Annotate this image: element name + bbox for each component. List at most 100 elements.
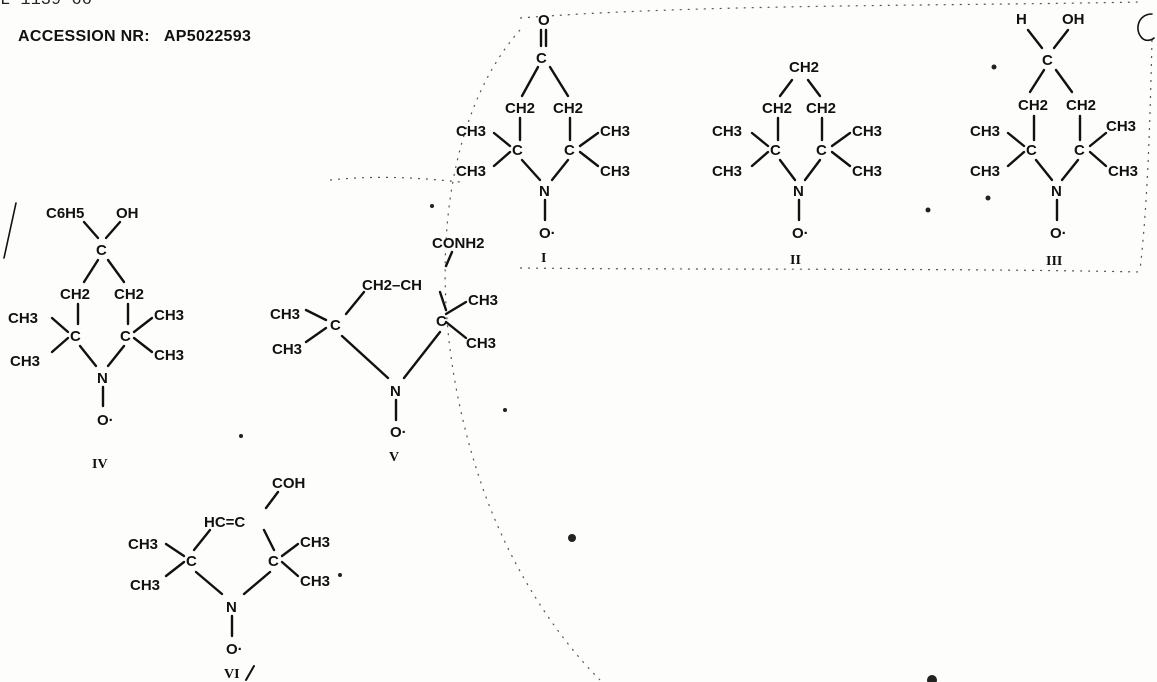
atom-label: CH3	[130, 577, 160, 594]
region-boundary-top	[519, 1, 1141, 19]
bond	[830, 150, 852, 168]
atom-label: CH3	[600, 163, 630, 180]
bond	[402, 330, 442, 380]
atom-label: C6H5	[46, 205, 84, 222]
bond	[132, 336, 154, 354]
bond	[444, 320, 468, 340]
atom-label: C	[1026, 142, 1037, 159]
bond	[242, 570, 272, 596]
atom-label: C	[436, 313, 447, 330]
atom-label: OH	[116, 205, 139, 222]
bond	[520, 65, 540, 98]
atom-label: C	[96, 242, 107, 259]
bond	[550, 158, 570, 182]
bond	[1006, 131, 1026, 148]
atom-label: O·	[539, 225, 556, 242]
bond	[104, 220, 122, 240]
atom-label: CH3	[270, 306, 300, 323]
speck	[925, 207, 931, 213]
atom-label: O·	[226, 641, 243, 658]
atom-label: CH2	[1018, 97, 1048, 114]
bond	[1052, 28, 1070, 50]
speck	[503, 408, 507, 412]
bond	[1088, 150, 1108, 168]
bond	[280, 560, 300, 578]
atom-label: HC=C	[204, 514, 245, 531]
bond	[520, 158, 542, 182]
bond	[132, 316, 154, 334]
atom-label: OH	[1062, 11, 1085, 28]
bond	[106, 258, 126, 284]
atom-label: CH2	[60, 286, 90, 303]
atom-label: O	[538, 12, 550, 29]
structure-VI: COH HC=C C C CH3 CH3 CH3 CH3 N O· VI	[128, 475, 330, 682]
bond	[750, 131, 770, 148]
region-boundary-curve	[444, 29, 601, 681]
bond	[164, 560, 186, 578]
bond	[264, 490, 280, 510]
bond	[806, 78, 822, 98]
bond	[444, 250, 454, 268]
structure-V: CONH2 CH2–CH C C CH3 CH3 CH3 CH3 N O· V	[270, 235, 498, 465]
atom-label: CH3	[468, 292, 498, 309]
atom-label: C	[770, 142, 781, 159]
structure-I: O C CH2 CH2 C C CH3 CH3 CH3 CH3 N O·	[456, 12, 630, 266]
atom-label: C	[70, 328, 81, 345]
atom-label: COH	[272, 475, 305, 492]
bond	[1006, 150, 1026, 168]
structure-III: H OH C CH2 CH2 C C CH3 CH3 CH3 CH3 N	[970, 11, 1155, 269]
atom-label: CH3	[8, 310, 38, 327]
atom-label: CH2	[114, 286, 144, 303]
bond	[492, 131, 512, 148]
speck	[991, 64, 997, 70]
atom-label: CH3	[300, 534, 330, 551]
atom-label: CH2	[505, 100, 535, 117]
atom-label: N	[97, 370, 108, 387]
atom-label: C	[816, 142, 827, 159]
bond	[78, 344, 98, 368]
bond	[548, 65, 570, 98]
bond	[750, 150, 770, 168]
speck	[985, 195, 991, 201]
bond	[344, 290, 366, 316]
atom-label: O·	[97, 412, 114, 429]
structure-numeral: I	[541, 251, 546, 266]
structure-numeral: IV	[92, 457, 108, 472]
accession-line: ACCESSION NR:AP5022593	[18, 28, 251, 46]
atom-label: O·	[1050, 225, 1067, 242]
region-boundary-left	[329, 176, 461, 183]
atom-label: CH3	[712, 123, 742, 140]
atom-label: C	[186, 553, 197, 570]
atom-label: C	[536, 50, 547, 67]
stray-mark	[3, 202, 17, 259]
atom-label: CH3	[1106, 118, 1136, 135]
bond	[50, 336, 70, 354]
atom-label: CH2	[553, 100, 583, 117]
stray-mark	[245, 665, 255, 681]
atom-label: CH2	[1066, 97, 1096, 114]
atom-label: CH3	[300, 573, 330, 590]
bond	[578, 131, 600, 148]
speck	[430, 204, 434, 208]
bond	[578, 150, 600, 168]
bond	[340, 334, 390, 380]
structure-II: CH2 CH2 CH2 C C CH3 CH3 CH3 CH3 N O· II	[712, 59, 882, 268]
bond	[280, 542, 300, 558]
bond	[1034, 158, 1054, 182]
structure-numeral: VI	[224, 667, 240, 682]
bond	[82, 258, 100, 284]
atom-label: CH3	[466, 335, 496, 352]
accession-label: ACCESSION NR:	[18, 28, 150, 45]
atom-label: H	[1016, 11, 1027, 28]
region-boundary-right	[1139, 39, 1153, 271]
atom-label: N	[793, 183, 804, 200]
atom-label: CH3	[154, 347, 184, 364]
speck	[239, 434, 243, 438]
structure-numeral: V	[389, 450, 399, 465]
bond	[1028, 68, 1046, 94]
atom-label: N	[539, 183, 550, 200]
speck	[338, 573, 342, 577]
bond	[803, 158, 822, 182]
